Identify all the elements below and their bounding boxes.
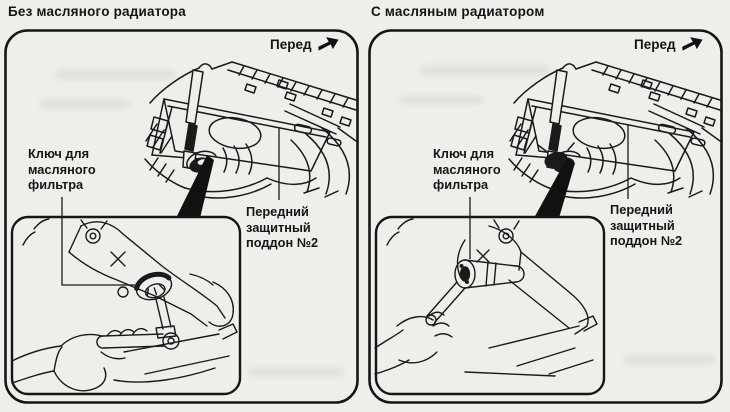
scan-smudge bbox=[398, 96, 483, 104]
scan-smudge bbox=[420, 66, 550, 75]
callout-wedge bbox=[176, 155, 214, 218]
front-label-text: Перед bbox=[270, 36, 312, 52]
front-protective-pan-label: Передний защитный поддон №2 bbox=[610, 202, 683, 248]
undercarriage-and-wrench-drawing bbox=[368, 29, 723, 404]
panel-title-left: Без масляного радиатора bbox=[8, 4, 186, 19]
scan-smudge bbox=[40, 100, 130, 108]
panel-frame bbox=[4, 29, 359, 404]
main-undercarriage-drawing bbox=[508, 61, 721, 199]
oil-filter-wrench-label: Ключ для масляного фильтра bbox=[433, 146, 501, 192]
oil-filter-wrench-inset-drawing bbox=[10, 215, 242, 396]
front-direction-label: Перед bbox=[270, 36, 340, 52]
front-protective-pan-label: Передний защитный поддон №2 bbox=[246, 204, 319, 250]
panel-frame bbox=[368, 29, 723, 404]
front-direction-label: Перед bbox=[634, 36, 704, 52]
oil-filter-wrench-label: Ключ для масляного фильтра bbox=[28, 146, 96, 192]
oil-filter-wrench-inset-drawing bbox=[374, 215, 606, 396]
undercarriage-and-wrench-drawing bbox=[4, 29, 359, 404]
main-undercarriage-drawing bbox=[144, 61, 357, 199]
front-direction-arrow-icon bbox=[317, 37, 339, 51]
wrench-leader-line bbox=[61, 197, 135, 286]
front-direction-arrow-icon bbox=[681, 37, 703, 51]
panel-title-right: С масляным радиатором bbox=[371, 4, 545, 19]
callout-wedge bbox=[534, 158, 575, 218]
panel-without-oil-cooler: Перед Ключ для масляного фильтра Передни… bbox=[4, 29, 359, 404]
front-label-text: Перед bbox=[634, 36, 676, 52]
scan-smudge bbox=[55, 70, 175, 79]
scan-smudge bbox=[248, 368, 343, 376]
panel-with-oil-cooler: Перед Ключ для масляного фильтра Передни… bbox=[368, 29, 723, 404]
scan-smudge bbox=[625, 355, 715, 364]
